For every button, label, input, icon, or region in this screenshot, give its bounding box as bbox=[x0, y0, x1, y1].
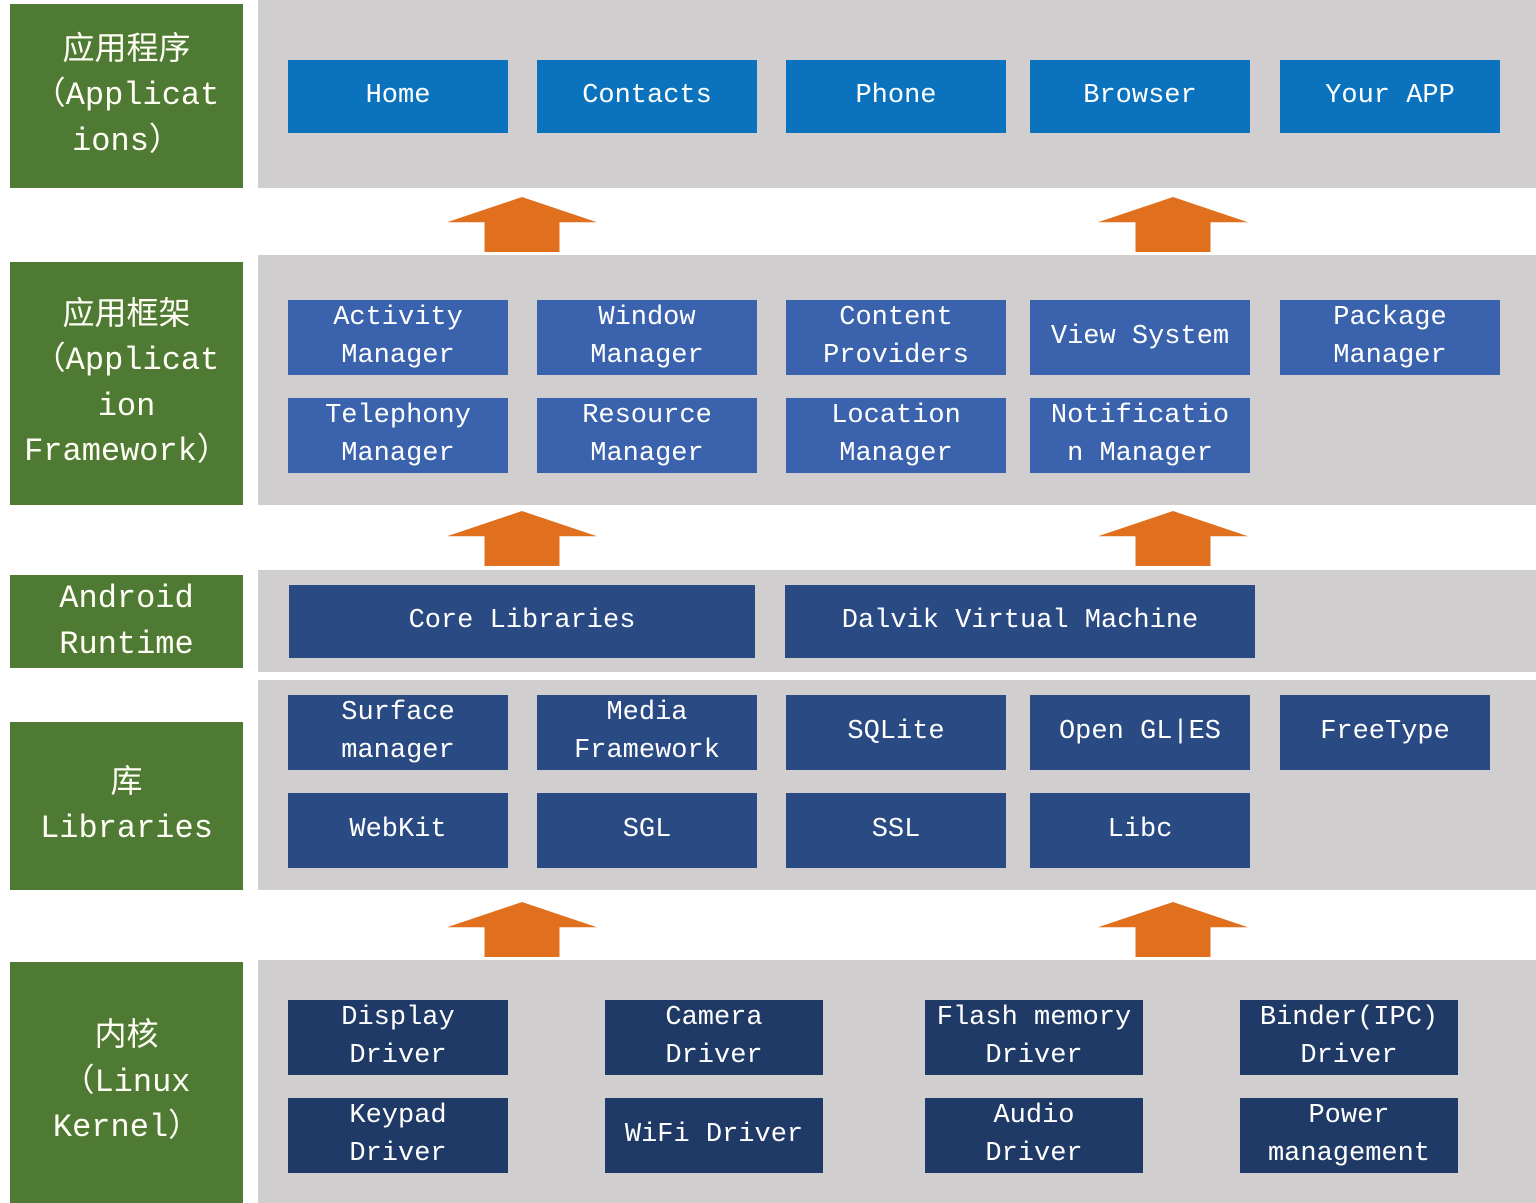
box-location-manager: Location Manager bbox=[786, 398, 1006, 473]
box-ssl: SSL bbox=[786, 793, 1006, 868]
box-webkit: WebKit bbox=[288, 793, 508, 868]
box-view-system: View System bbox=[1030, 300, 1250, 375]
box-activity-manager: Activity Manager bbox=[288, 300, 508, 375]
box-display-driver: Display Driver bbox=[288, 1000, 508, 1075]
box-package-manager: Package Manager bbox=[1280, 300, 1500, 375]
box-freetype: FreeType bbox=[1280, 695, 1490, 770]
layer-label-framework: 应用框架 （Applicat ion Framework） bbox=[10, 262, 243, 505]
box-keypad-driver: Keypad Driver bbox=[288, 1098, 508, 1173]
box-telephony-manager: Telephony Manager bbox=[288, 398, 508, 473]
box-wifi-driver: WiFi Driver bbox=[605, 1098, 823, 1173]
layer-label-runtime: Android Runtime bbox=[10, 575, 243, 668]
layer-label-applications: 应用程序 （Applicat ions） bbox=[10, 4, 243, 188]
up-arrow-icon bbox=[447, 197, 597, 252]
up-arrow-icon bbox=[1098, 511, 1248, 566]
box-sqlite: SQLite bbox=[786, 695, 1006, 770]
box-home: Home bbox=[288, 60, 508, 133]
box-notification-manager: Notificatio n Manager bbox=[1030, 398, 1250, 473]
box-camera-driver: Camera Driver bbox=[605, 1000, 823, 1075]
up-arrow-icon bbox=[1098, 902, 1248, 957]
box-open-gl-es: Open GL|ES bbox=[1030, 695, 1250, 770]
layer-label-kernel: 内核 （Linux Kernel） bbox=[10, 962, 243, 1203]
box-power-management: Power management bbox=[1240, 1098, 1458, 1173]
box-browser: Browser bbox=[1030, 60, 1250, 133]
box-contacts: Contacts bbox=[537, 60, 757, 133]
box-flash-memory-driver: Flash memory Driver bbox=[925, 1000, 1143, 1075]
box-content-providers: Content Providers bbox=[786, 300, 1006, 375]
box-dalvik-virtual-machine: Dalvik Virtual Machine bbox=[785, 585, 1255, 658]
up-arrow-icon bbox=[447, 902, 597, 957]
box-audio-driver: Audio Driver bbox=[925, 1098, 1143, 1173]
box-media-framework: Media Framework bbox=[537, 695, 757, 770]
up-arrow-icon bbox=[447, 511, 597, 566]
box-binder-ipc-driver: Binder(IPC) Driver bbox=[1240, 1000, 1458, 1075]
box-phone: Phone bbox=[786, 60, 1006, 133]
box-resource-manager: Resource Manager bbox=[537, 398, 757, 473]
layer-label-libraries: 库 Libraries bbox=[10, 722, 243, 890]
box-libc: Libc bbox=[1030, 793, 1250, 868]
box-core-libraries: Core Libraries bbox=[289, 585, 755, 658]
box-surface-manager: Surface manager bbox=[288, 695, 508, 770]
up-arrow-icon bbox=[1098, 197, 1248, 252]
box-window-manager: Window Manager bbox=[537, 300, 757, 375]
box-sgl: SGL bbox=[537, 793, 757, 868]
box-your-app: Your APP bbox=[1280, 60, 1500, 133]
